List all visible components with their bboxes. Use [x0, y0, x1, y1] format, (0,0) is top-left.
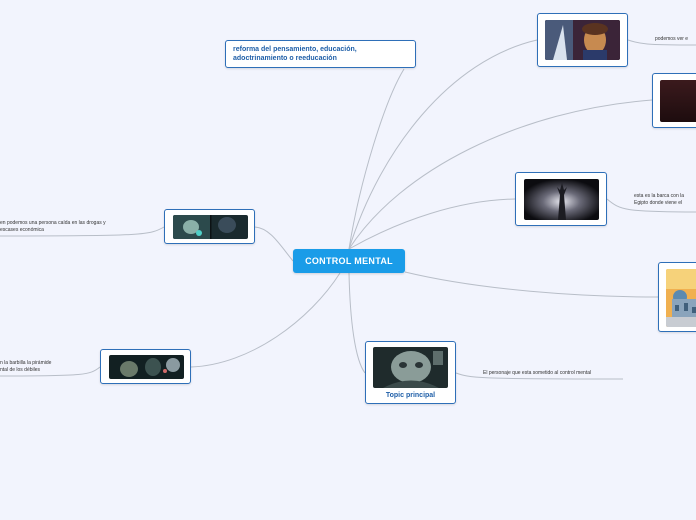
reforma-node[interactable]: reforma del pensamiento, educación, adoc… — [225, 40, 416, 68]
barca-caption-2: Egipto donde viene el — [634, 200, 683, 206]
caption-line-portrait — [627, 39, 696, 46]
connector-drugs — [254, 226, 294, 262]
caption-line-pyramid — [0, 366, 101, 377]
pyramid-caption-2: ntal de los débiles — [0, 367, 41, 373]
pyramid-caption-1: n la barbilla la pirámide — [0, 360, 52, 366]
drugs-caption-1: en podemos una persona caída en las drog… — [0, 220, 106, 226]
reforma-label: reforma del pensamiento, educación, adoc… — [233, 46, 357, 62]
barca-node[interactable] — [515, 172, 607, 226]
barca-statue-image-icon — [524, 179, 599, 220]
drugs-scene-image-icon — [173, 215, 248, 239]
connector-topic-principal — [348, 272, 366, 374]
barca-caption-1: esta es la barca con la — [634, 193, 685, 199]
topic-principal-label: Topic principal — [385, 392, 436, 399]
portrait-node[interactable] — [537, 13, 628, 67]
connector-city — [404, 271, 659, 298]
pyramid-scene-image-icon — [109, 355, 184, 379]
topic-principal-caption: El personaje que esta sometido al contro… — [483, 370, 592, 376]
dark-image-node[interactable] — [652, 73, 696, 128]
pyramid-node[interactable] — [100, 349, 191, 384]
connector-portrait — [348, 39, 538, 250]
connector-dark-image — [348, 99, 653, 250]
topic-principal-node[interactable]: Topic principal — [365, 341, 456, 404]
connector-pyramid — [190, 272, 341, 368]
controlled-character-image-icon — [373, 347, 448, 388]
caption-line-drugs — [0, 226, 165, 237]
central-topic[interactable]: CONTROL MENTAL — [293, 249, 405, 273]
portrait-painting-icon — [545, 20, 620, 60]
drugs-node[interactable] — [164, 209, 255, 244]
drugs-caption-2: escases económica — [0, 227, 44, 233]
portrait-caption: podemos ver e — [655, 36, 689, 42]
caption-line-barca — [606, 198, 696, 213]
city-illustration-icon — [666, 269, 696, 327]
city-node[interactable] — [658, 262, 696, 332]
connector-reforma — [348, 68, 405, 250]
dark-abstract-image-icon — [660, 80, 696, 122]
central-topic-label: CONTROL MENTAL — [305, 256, 393, 266]
connector-barca — [348, 198, 516, 250]
caption-line-topic — [455, 372, 624, 380]
